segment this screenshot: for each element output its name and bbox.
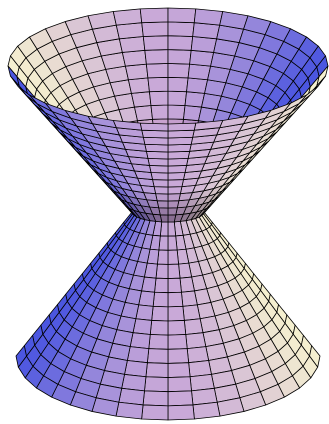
bottom-cone-face [185,332,207,350]
top-cone-face [142,136,169,146]
top-cone-inner-face [131,91,152,108]
bottom-cone-face [186,346,210,364]
top-cone-face [150,172,169,181]
top-cone-face [167,150,191,160]
top-cone-face [167,172,186,181]
top-cone-face [167,136,194,146]
top-cone-face [167,193,181,202]
bottom-cone-face [15,345,27,368]
top-cone-inner-face [167,35,194,51]
top-cone-inner-face [167,90,187,106]
top-cone-inner-face [149,90,169,106]
top-cone-inner-face [193,8,224,26]
top-cone-inner-face [190,36,218,53]
top-cone-inner-face [167,21,195,37]
top-cone-inner-face [134,105,153,122]
bottom-cone-face [179,276,195,293]
top-cone-inner-face [112,8,143,26]
bottom-cone-face [151,305,169,322]
bottom-cone-face [146,348,169,364]
bottom-cone-face [167,263,181,279]
top-cone-face [167,165,187,174]
top-cone-face [167,122,197,132]
top-cone-inner-face [142,35,169,51]
top-cone-inner-face [167,76,189,93]
bottom-cone-face [188,360,212,378]
top-cone-inner-face [150,104,169,120]
top-cone-face [149,165,169,174]
bottom-cone-face [167,348,190,364]
top-cone-face [167,214,177,223]
top-cone-face [152,179,169,188]
top-cone-face [7,65,20,87]
bottom-cone-face [141,404,169,421]
top-cone-face [167,157,189,167]
bottom-cone-face [167,235,178,251]
top-cone-face [147,157,169,167]
top-cone-inner-face [118,36,146,53]
bottom-cone-face [167,376,192,393]
bottom-cone-face [152,291,169,308]
top-cone-face [167,129,195,139]
bottom-cone-face [182,304,201,321]
bottom-cone-face [132,318,153,335]
bottom-cone-face [142,390,169,407]
top-cone-inner-face [189,49,215,67]
top-cone-face [167,207,178,216]
top-cone-inner-face [141,21,169,37]
bottom-cone-face [115,401,144,420]
top-cone-face [167,186,183,195]
bottom-cone-face [148,334,169,350]
top-cone-inner-face [167,104,186,120]
bottom-cone-face [181,290,198,307]
top-cone-inner-face [186,77,208,94]
top-cone-face [139,122,169,132]
top-cone-face [167,143,192,153]
top-cone-face [155,193,169,202]
top-cone-inner-face [147,76,169,93]
top-cone-face [141,129,169,139]
bottom-cone-face [183,318,204,335]
bottom-cone-face [167,249,179,265]
bottom-cone-face [192,401,221,420]
top-cone-inner-face [167,7,197,24]
bottom-cone-face [145,362,169,378]
bottom-cone-face [155,263,169,279]
top-cone-inner-face [128,77,150,94]
top-cone-inner-face [187,63,212,81]
top-cone-inner-face [121,49,147,67]
bottom-cone-face [167,320,187,336]
bottom-cone-face [167,390,194,407]
bottom-cone-face [144,376,169,393]
bottom-cone-face [167,277,182,294]
top-cone-inner-face [139,7,169,24]
bottom-cone-face [149,320,169,336]
top-cone-inner-face [167,49,192,65]
bottom-cone-face [167,221,177,237]
top-cone-face [145,150,169,160]
bottom-cone-face [126,346,150,364]
top-cone-inner-face [167,63,191,79]
top-cone-inner-face [144,49,169,65]
bottom-cone-face [167,404,195,421]
bottom-cone-face [167,334,188,350]
bottom-cone-face [129,332,151,350]
bottom-cone-face [167,291,184,308]
top-cone-inner-face [184,91,205,108]
top-cone-face [153,186,169,195]
bottom-cone-face [167,305,185,322]
bottom-cone-face [124,360,148,378]
bottom-cone-face [154,277,169,294]
top-cone-inner-face [145,63,169,79]
top-cone-face [167,200,180,209]
top-cone-face [144,143,169,153]
bottom-cone-face [167,362,191,378]
top-cone-inner-face [124,63,149,81]
top-cone-face [167,179,184,188]
